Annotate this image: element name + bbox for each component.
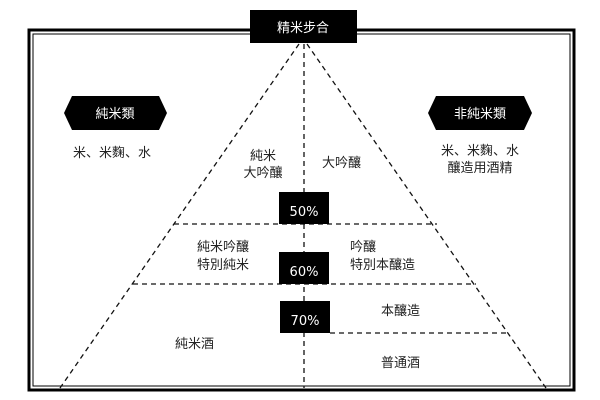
pyramid-left-edge (59, 43, 300, 389)
tier-junmai-ginjo: 純米吟釀 (197, 239, 249, 255)
tier-daiginjo: 大吟釀 (322, 155, 361, 171)
tier-tokubetsu-junmai: 特別純米 (197, 258, 249, 273)
category-left-label: 純米類 (95, 107, 134, 122)
title-box (250, 10, 357, 43)
threshold-60: 60% (290, 265, 319, 280)
category-right-label: 非純米類 (454, 107, 506, 122)
tier-junmai-daiginjo-1: 純米 (250, 149, 276, 164)
threshold-70: 70% (291, 314, 320, 329)
title: 精米步合 (277, 21, 329, 36)
tier-tokubetsu-honjozo: 特別本釀造 (350, 258, 415, 273)
tier-futsushu: 普通酒 (381, 356, 420, 371)
threshold-box-60 (279, 252, 329, 284)
tier-junmai-daiginjo-2: 大吟釀 (243, 165, 282, 181)
right-ingredients-1: 米、米麴、水 (441, 144, 519, 159)
threshold-50: 50% (290, 205, 319, 220)
right-ingredients-2: 釀造用酒精 (447, 161, 512, 176)
threshold-box-50 (279, 192, 329, 224)
tier-ginjo: 吟釀 (350, 239, 376, 255)
category-badge-right (428, 96, 532, 130)
pyramid-right-edge (306, 43, 547, 389)
tier-honjozo: 本釀造 (381, 304, 420, 319)
category-badge-left (64, 96, 167, 130)
tier-junmaishu: 純米酒 (175, 337, 214, 352)
left-ingredients: 米、米麴、水 (73, 146, 151, 161)
threshold-box-70 (280, 301, 330, 333)
